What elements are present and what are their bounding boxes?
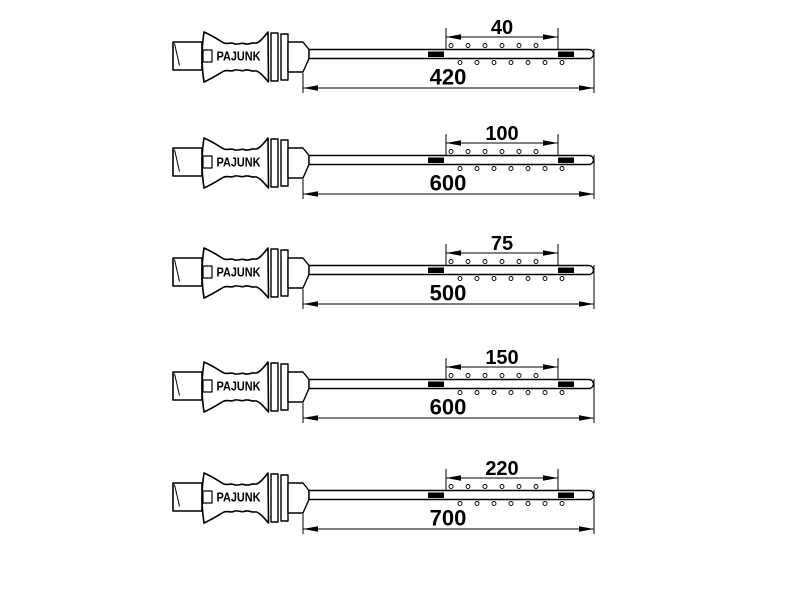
segment-length-label: 75: [491, 233, 513, 255]
catheter-row-3: PAJUNK 75 500: [172, 233, 595, 310]
total-length-label: 420: [430, 65, 467, 90]
total-length-label: 600: [430, 171, 467, 196]
segment-length-label: 100: [485, 123, 518, 145]
catheter-row-1: PAJUNK 40 420: [172, 17, 595, 94]
catheter-row-5: PAJUNK 220 700: [172, 458, 595, 535]
total-length-label: 500: [430, 281, 467, 306]
brand-label: PAJUNK: [217, 266, 261, 280]
brand-label: PAJUNK: [217, 380, 261, 394]
total-length-label: 600: [430, 395, 467, 420]
catheter-row-2: PAJUNK 100 600: [172, 123, 595, 200]
segment-length-label: 220: [485, 458, 518, 480]
total-length-label: 700: [430, 506, 467, 531]
segment-length-label: 40: [491, 17, 513, 39]
brand-label: PAJUNK: [217, 491, 261, 505]
brand-label: PAJUNK: [217, 50, 261, 64]
brand-label: PAJUNK: [217, 156, 261, 170]
segment-length-label: 150: [485, 347, 518, 369]
catheter-row-4: PAJUNK 150 600: [172, 347, 595, 424]
